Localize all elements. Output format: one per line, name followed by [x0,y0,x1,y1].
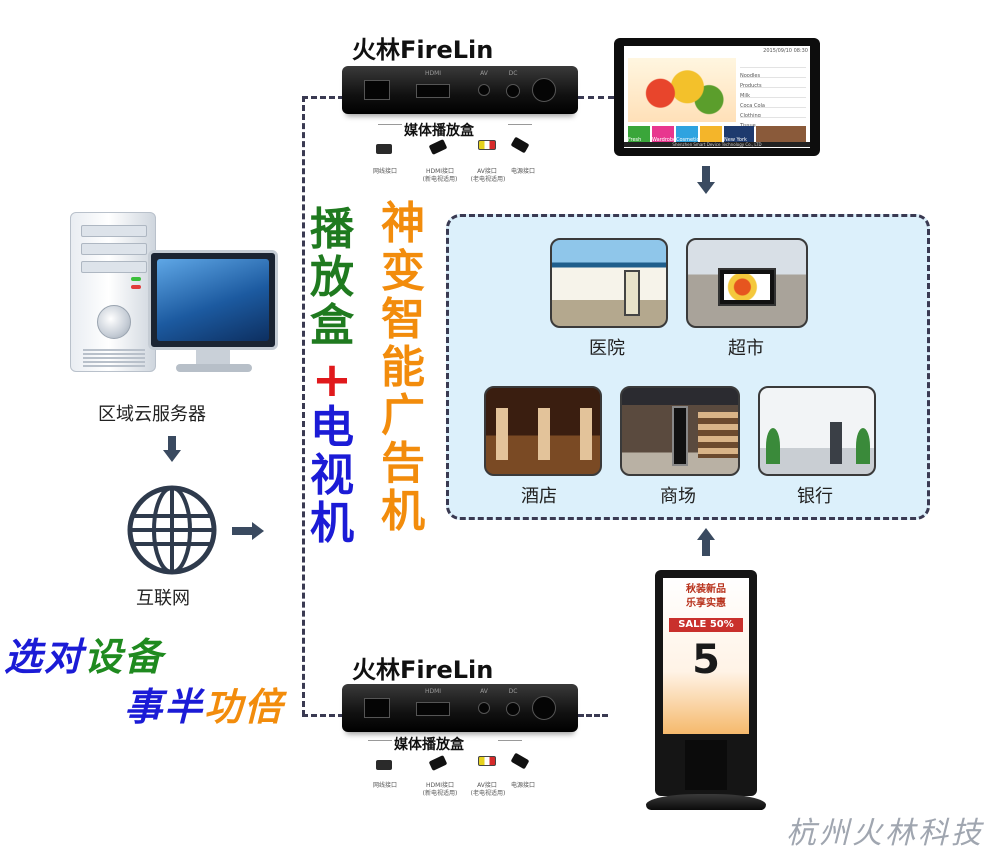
venue-image-mall [620,386,740,476]
dc-port [506,84,520,98]
arrow-screen-to-venues [702,166,710,182]
media-box-top: HDMI AV DC [342,66,578,114]
arrow-internet-to-box [232,527,252,535]
venue-image-hotel [484,386,602,476]
arrow-kiosk-to-venues [697,528,715,540]
vertical-text-tv: 电视机 [310,402,354,549]
slogan-line2: 事半功倍 [124,684,285,729]
venue-image-hospital [550,238,668,328]
venue-image-supermarket [686,238,808,328]
kiosk-screen: 秋装新品 乐享实惠 SALE 50% 5 [663,578,749,734]
hdmi-port [416,702,450,716]
brand-title-bottom: 火林FireLin [352,656,494,684]
power-cable-icon [510,136,530,154]
kiosk-base [646,794,766,810]
venue-image-bank [758,386,876,476]
company-watermark: 杭州火林科技 [786,816,984,851]
server-label: 区域云服务器 [98,404,206,425]
ethernet-port [364,698,390,718]
advertising-screen: 2015/09/10 08:30 Noodles Products Milk C… [614,38,820,156]
connector-bottom-right [578,714,608,717]
vertical-text-plus: + [311,352,353,408]
ethernet-cable-icon [376,760,392,770]
connector-left-vertical [302,96,305,716]
standing-kiosk: 秋装新品 乐享实惠 SALE 50% 5 [655,570,757,796]
vertical-text-ad-machine: 神变智能广告机 [381,198,425,537]
media-box-bottom: HDMI AV DC [342,684,578,732]
power-cable-icon [510,752,530,770]
power-button [532,78,556,102]
globe-icon [127,485,217,575]
media-box-title-bottom: 媒体播放盒 [394,737,464,753]
connector-top-right [578,96,614,99]
av-cable-icon [478,140,496,150]
connector-top-left [302,96,344,99]
av-port [478,84,490,96]
venue-label-hospital: 医院 [589,338,625,359]
dc-port [506,702,520,716]
venue-label-bank: 银行 [797,486,833,507]
av-cable-icon [478,756,496,766]
fruit-basket-image [628,58,736,122]
venue-label-mall: 商场 [660,486,696,507]
ethernet-port [364,80,390,100]
power-button [532,696,556,720]
hdmi-cable-icon [428,139,448,155]
brand-title-top: 火林FireLin [352,36,494,64]
server-tower [70,212,156,372]
hdmi-cable-icon [428,755,448,771]
arrow-server-to-internet [168,436,176,450]
av-port [478,702,490,714]
connector-bottom-left [302,714,344,717]
disk-icon [97,305,131,339]
venue-label-hotel: 酒店 [521,486,557,507]
ethernet-cable-icon [376,144,392,154]
media-box-title-top: 媒体播放盒 [404,123,474,139]
monitor-icon [148,250,278,350]
vertical-text-player-box: 播放盒 [310,204,354,351]
slogan-line1: 选对设备 [4,634,165,679]
hdmi-port [416,84,450,98]
internet-label: 互联网 [136,588,190,609]
venue-label-supermarket: 超市 [728,338,764,359]
